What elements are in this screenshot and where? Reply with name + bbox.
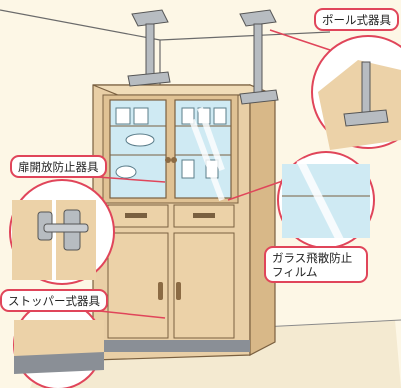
stopper-label: ストッパー式器具 (0, 289, 108, 312)
pole-detail-circle (311, 35, 401, 150)
door-latch-label: 扉開放防止器具 (10, 155, 107, 178)
pole-mount-label: ポール式器具 (314, 8, 399, 31)
glass-film-label: ガラス飛散防止 フィルム (264, 246, 368, 283)
stopper-detail-circle (13, 300, 104, 388)
glass-film-detail-circle (277, 151, 375, 249)
glass-film-label-line2: フィルム (272, 265, 318, 279)
ceiling-poles (127, 9, 279, 105)
cabinet (92, 84, 276, 361)
glass-film-label-line1: ガラス飛散防止 (272, 251, 353, 265)
door-latch-detail-circle (9, 179, 115, 285)
